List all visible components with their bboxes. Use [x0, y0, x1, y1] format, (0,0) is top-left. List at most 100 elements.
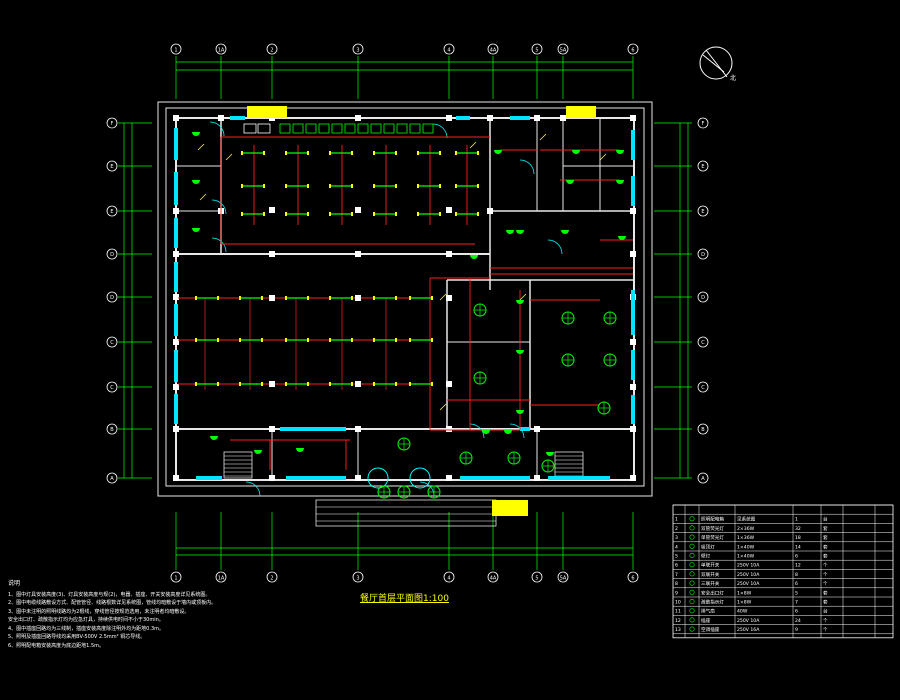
- structural-column: [560, 115, 566, 121]
- louver: [566, 106, 596, 118]
- kitchen-equipment: [305, 123, 317, 134]
- wall-lamp: [470, 255, 478, 259]
- structural-column: [173, 339, 179, 345]
- lamp-end: [351, 296, 353, 300]
- lamp-end: [285, 382, 287, 386]
- axis-bubble: [106, 381, 118, 393]
- entrance-mat: [492, 500, 528, 516]
- door-swing: [245, 481, 261, 497]
- note-line: 4、图中插座回路均为三线制，插座安装高度除注明外均为距地0.3m。: [8, 625, 165, 632]
- legend-cell: 吸顶灯: [701, 543, 715, 550]
- lamp-end: [439, 151, 441, 155]
- wall-lamp: [504, 430, 512, 434]
- lamp-end: [351, 151, 353, 155]
- lamp-end: [373, 338, 375, 342]
- legend-cell: 3: [675, 535, 678, 541]
- structural-column: [630, 384, 636, 390]
- axis-bubble: [531, 43, 543, 55]
- legend-cell: 个: [823, 618, 828, 624]
- legend-cell: 11: [675, 609, 681, 615]
- lamp-end: [285, 184, 287, 188]
- axis-bubble: [266, 43, 278, 55]
- lamp-end: [409, 296, 411, 300]
- axis-bubble: [215, 43, 227, 55]
- switch-mark: [439, 293, 447, 301]
- lamp-end: [373, 151, 375, 155]
- axis-bubble: [487, 43, 499, 55]
- lamp-end: [329, 296, 331, 300]
- axis-label: 5A: [560, 576, 567, 582]
- lamp-end: [307, 151, 309, 155]
- lamp-end: [409, 382, 411, 386]
- axis-label: 2: [270, 48, 273, 54]
- note-line: 安全出口灯、疏散指示灯均为应急灯具，持续供电时间不小于30min。: [8, 617, 164, 623]
- axis-label: 1: [174, 48, 177, 54]
- ceiling-outlet: [355, 207, 361, 213]
- axis-label: 5: [535, 576, 538, 582]
- axis-label: C: [110, 385, 114, 391]
- structural-column: [446, 475, 452, 481]
- lamp-end: [439, 184, 441, 188]
- axis-label: 3: [356, 48, 359, 54]
- structural-column: [218, 115, 224, 121]
- entrance-door: [367, 477, 389, 489]
- legend-cell: 14: [795, 544, 801, 550]
- wall-lamp: [516, 230, 524, 234]
- switch-mark: [225, 153, 233, 161]
- entrance-steps: [315, 499, 497, 527]
- axis-label: A: [701, 476, 705, 482]
- legend-symbol: [689, 534, 695, 540]
- legend-cell: 9: [675, 590, 678, 596]
- axis-bubble: [170, 571, 182, 583]
- structural-column: [355, 251, 361, 257]
- note-line: 3、图中未注明的照明线路均为2根线，穿线管径按规范选用，未注明者均暗敷设。: [8, 608, 190, 615]
- lamp-end: [263, 151, 265, 155]
- wall-lamp: [572, 150, 580, 154]
- lamp-end: [285, 212, 287, 216]
- lamp-end: [217, 338, 219, 342]
- ceiling-outlet: [269, 207, 275, 213]
- axis-bubble: [106, 248, 118, 260]
- structural-column: [446, 115, 452, 121]
- lamp-end: [217, 296, 219, 300]
- lamp-end: [373, 184, 375, 188]
- legend-cell: 10: [675, 600, 681, 606]
- lamp-end: [241, 212, 243, 216]
- axis-bubble: [352, 571, 364, 583]
- lamp-end: [351, 338, 353, 342]
- north-arrow-line: [702, 54, 725, 73]
- kitchen-equipment: [292, 123, 304, 134]
- door-swing: [519, 159, 535, 175]
- axis-label: D: [701, 252, 705, 258]
- lamp-end: [261, 338, 263, 342]
- entrance-door: [409, 477, 431, 489]
- structural-column: [355, 115, 361, 121]
- lamp-end: [329, 184, 331, 188]
- switch-mark: [539, 133, 547, 141]
- lamp-end: [417, 151, 419, 155]
- legend-symbol: [689, 617, 695, 623]
- wall-lamp: [616, 180, 624, 184]
- legend-cell: 单管荧光灯: [701, 534, 724, 541]
- legend-cell: 12: [795, 563, 801, 569]
- structural-column: [630, 475, 636, 481]
- axis-bubble: [170, 43, 182, 55]
- lamp-end: [455, 184, 457, 188]
- axis-label: 1A: [218, 48, 225, 54]
- legend-cell: 空调插座: [701, 626, 720, 633]
- axis-bubble: [697, 423, 709, 435]
- wall-lamp: [566, 180, 574, 184]
- legend-cell: 1×8W: [737, 600, 752, 606]
- kitchen-equipment: [331, 123, 343, 134]
- kitchen-equipment: [422, 123, 434, 134]
- axis-label: C: [110, 340, 114, 346]
- switch-mark: [519, 293, 527, 301]
- axis-label: 1: [174, 576, 177, 582]
- axis-label: B: [701, 427, 705, 433]
- structural-column: [534, 115, 540, 121]
- axis-bubble: [106, 117, 118, 129]
- legend-cell: 250V 10A: [737, 581, 760, 587]
- lamp-end: [373, 296, 375, 300]
- lamp-end: [477, 151, 479, 155]
- structural-wall: [175, 117, 635, 481]
